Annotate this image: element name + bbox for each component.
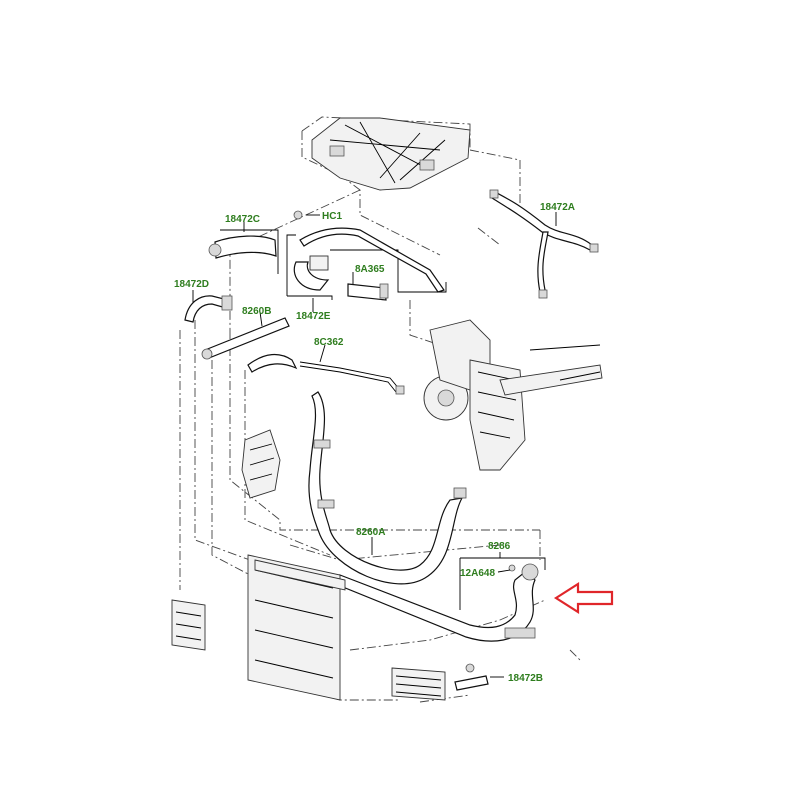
label-leaders <box>192 212 557 678</box>
hose-8286 <box>337 563 539 642</box>
hose-8260B <box>201 317 290 360</box>
hose-8C362 <box>247 354 405 395</box>
engine-block <box>423 319 603 471</box>
label-18472B: 18472B <box>508 673 543 684</box>
callout-boxes <box>192 229 546 610</box>
arrow-left-icon <box>553 581 614 615</box>
intake-manifold <box>311 117 471 191</box>
label-8C362: 8C362 <box>314 337 344 348</box>
hose-18472E <box>293 210 445 293</box>
label-8A365: 8A365 <box>355 264 385 275</box>
hose-8A365 <box>347 283 389 301</box>
label-8260A: 8260A <box>356 527 385 538</box>
label-18472E: 18472E <box>296 311 331 322</box>
hose-18472C <box>208 235 277 259</box>
label-12A648: 12A648 <box>460 568 495 579</box>
thermostat-housing <box>241 429 281 499</box>
label-8286: 8286 <box>488 541 511 552</box>
oil-cooler <box>391 667 446 701</box>
hose-18472B <box>454 663 489 691</box>
label-18472D: 18472D <box>174 279 209 290</box>
hose-8260A <box>308 391 467 585</box>
label-HC1: HC1 <box>322 211 342 222</box>
radiator-main <box>247 554 346 701</box>
label-18472A: 18472A <box>540 202 575 213</box>
label-18472C: 18472C <box>225 214 260 225</box>
radiator-aux <box>171 599 206 651</box>
hose-18472A <box>489 189 599 299</box>
part-labels: 18472C HC1 18472A 8A365 18472D 8260B 184… <box>174 202 575 684</box>
label-8260B: 8260B <box>242 306 271 317</box>
hose-18472D <box>184 295 233 323</box>
